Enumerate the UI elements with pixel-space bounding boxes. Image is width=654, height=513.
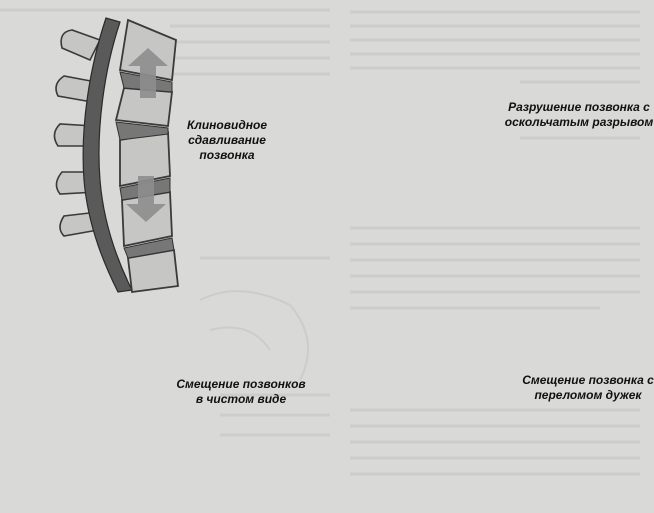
caption-pure-displacement: Смещение позвонков в чистом виде	[176, 377, 306, 407]
caption-comminuted-fracture: Разрушение позвонка с оскольчатым разрыв…	[504, 100, 654, 130]
caption-wedge-compression: Клиновидное сдавливание позвонка	[168, 118, 286, 163]
caption-arch-fracture: Смещение позвонка с переломом дужек	[522, 373, 654, 403]
panel-wedge-compression	[54, 18, 178, 292]
